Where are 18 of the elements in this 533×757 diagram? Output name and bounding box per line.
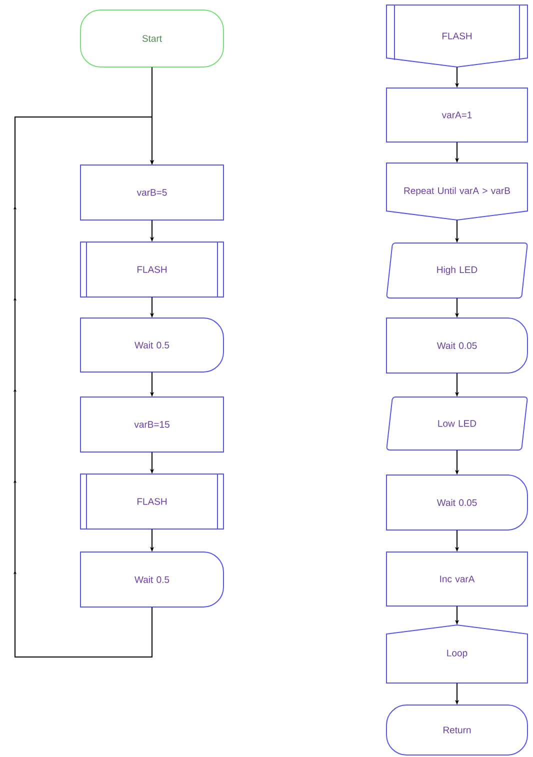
process-box: varB=15 [80, 396, 224, 452]
process-box: Inc varA [386, 552, 528, 606]
delay-box: Wait 0.05 [386, 318, 528, 374]
delay-box: Wait 0.05 [386, 474, 528, 530]
delay-box: Wait 0.5 [80, 318, 224, 372]
loop-end-box: Loop [386, 624, 528, 684]
terminal-box: Return [386, 704, 528, 756]
process-box: varB=5 [80, 164, 224, 220]
subroutine-box: FLASH [80, 242, 224, 298]
subroutine-box: FLASH [80, 474, 224, 530]
arrow [13, 116, 154, 658]
output-box: Low LED [386, 396, 528, 450]
delay-box: Wait 0.5 [80, 552, 224, 608]
terminal-box: Start [80, 10, 224, 68]
process-box: varA=1 [386, 88, 528, 142]
subroutine-header-box: FLASH [386, 4, 528, 68]
output-box: High LED [386, 242, 528, 298]
loop-start-box: Repeat Until varA > varB [386, 162, 528, 220]
